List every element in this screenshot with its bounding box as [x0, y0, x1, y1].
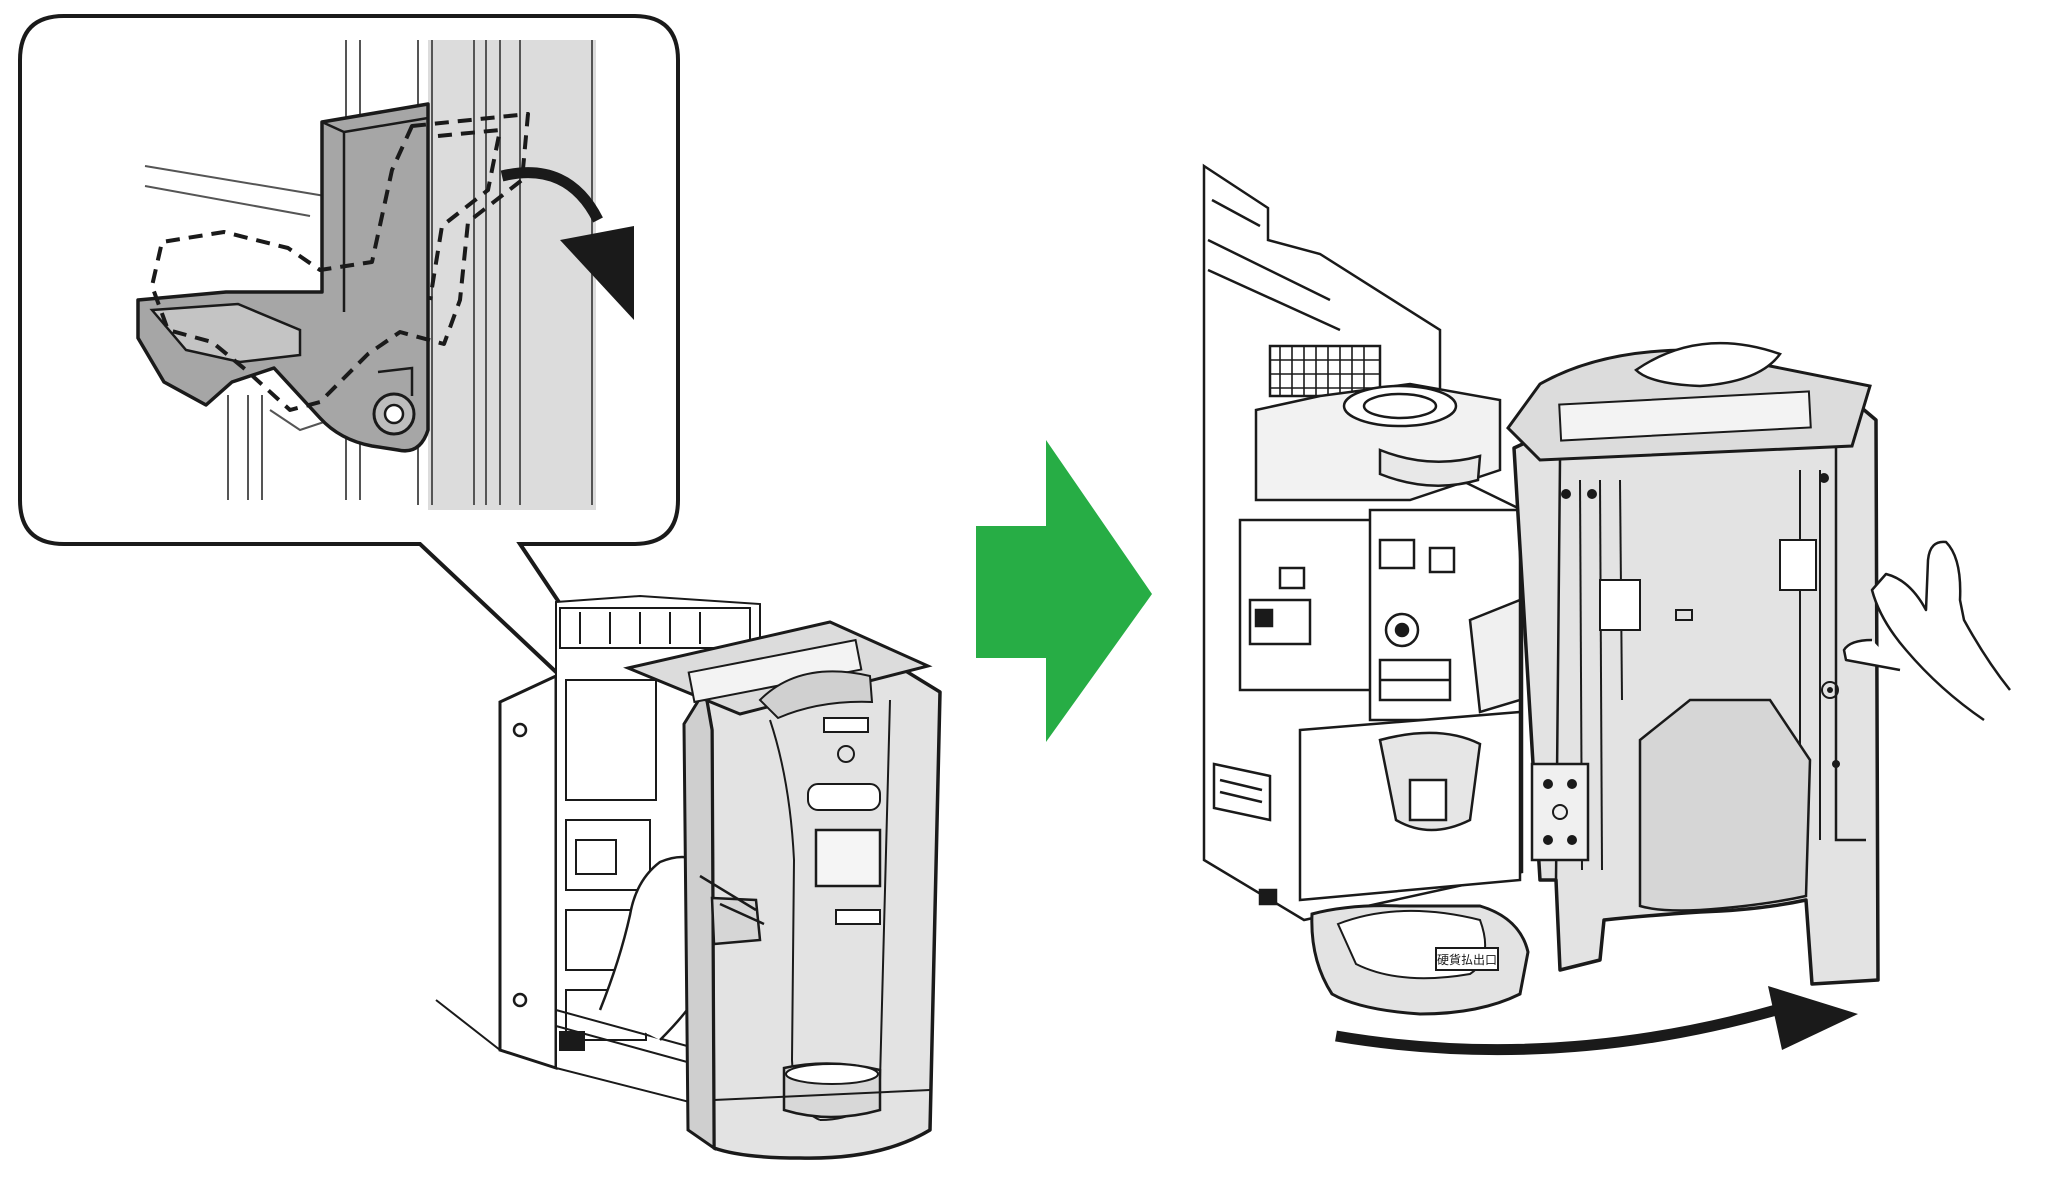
cabinet-wall	[428, 40, 596, 510]
latch-lever	[136, 102, 430, 453]
door-display-window	[814, 828, 882, 888]
machine-chassis	[1202, 163, 1524, 922]
unit-door-side	[682, 685, 716, 1151]
latch-lever-tray	[149, 302, 302, 364]
curved-swing-arrow-icon	[1335, 986, 1858, 1056]
hand-holding-door	[1842, 540, 2011, 722]
door-handle	[710, 896, 762, 946]
door-hinge	[1530, 762, 1590, 862]
curved-down-arrow-icon	[500, 167, 634, 320]
latch-lever-edge	[321, 116, 429, 312]
chute-tag	[1435, 947, 1499, 971]
green-right-arrow-icon	[976, 440, 1152, 742]
cabinet-side-panel	[498, 673, 558, 1071]
callout-content	[136, 40, 634, 510]
coin-unit-open: 硬貨払出口	[1202, 163, 2011, 1056]
hinge-pin-icon	[372, 366, 416, 436]
coin-unit-closed	[435, 594, 942, 1160]
lever-rotated-ghost-inner	[428, 127, 503, 301]
hopper-opening	[1342, 384, 1458, 428]
chute-tag-label: 硬貨払出口	[1437, 952, 1497, 967]
door-funnel	[1638, 698, 1812, 912]
door-screws	[1561, 473, 1840, 768]
door-inner-rails	[1579, 470, 1821, 871]
lever-rotated-ghost	[150, 112, 530, 412]
zoom-callout	[18, 14, 692, 800]
